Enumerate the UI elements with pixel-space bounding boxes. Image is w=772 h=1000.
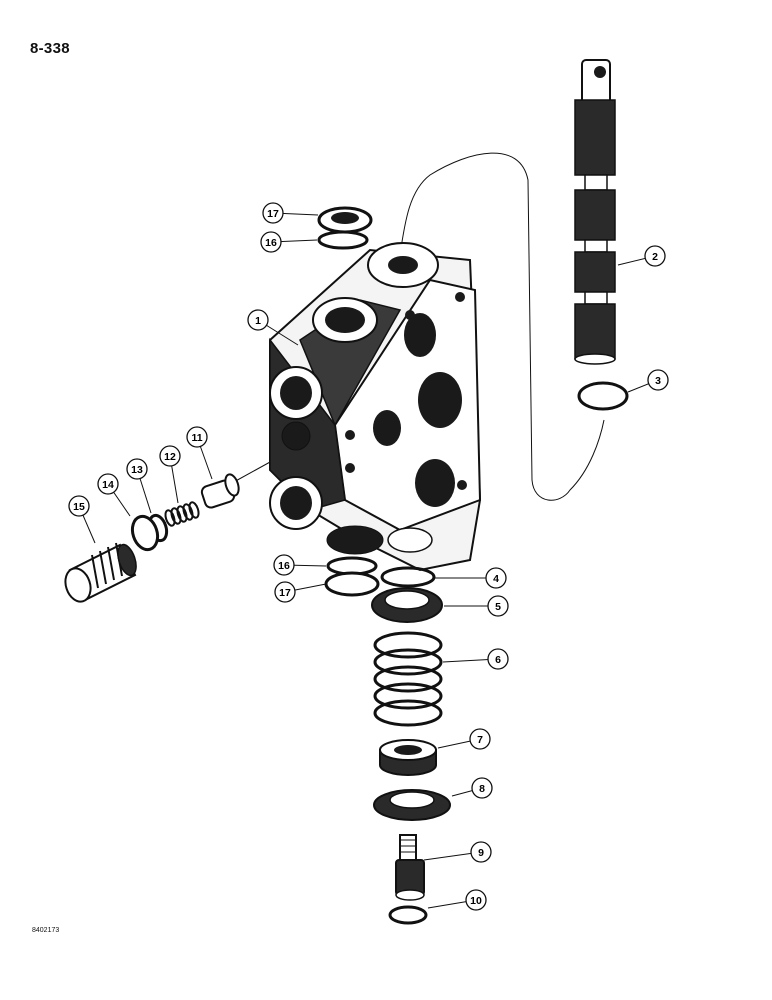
callout-circle bbox=[644, 245, 666, 267]
callout-label: 15 bbox=[73, 501, 85, 513]
callout-circle bbox=[262, 202, 284, 224]
callout-circle bbox=[97, 473, 119, 495]
callout-6: 6 bbox=[442, 648, 509, 670]
callout-12: 12 bbox=[159, 445, 181, 504]
callout-16: 16 bbox=[260, 231, 318, 253]
callout-3: 3 bbox=[627, 369, 669, 393]
callout-label: 7 bbox=[477, 734, 483, 746]
o-ring-16-top bbox=[317, 230, 369, 250]
callout-circle bbox=[274, 581, 296, 603]
spring-6 bbox=[373, 631, 443, 727]
callout-label: 3 bbox=[655, 375, 661, 387]
callout-circle bbox=[487, 595, 509, 617]
callout-label: 12 bbox=[164, 451, 176, 463]
callout-1: 1 bbox=[247, 309, 299, 346]
callout-10: 10 bbox=[427, 889, 487, 911]
seal-17-bottom bbox=[324, 571, 380, 597]
callout-circle bbox=[260, 231, 282, 253]
o-ring-14 bbox=[130, 514, 160, 552]
callout-14: 14 bbox=[97, 473, 131, 517]
callout-4: 4 bbox=[435, 567, 507, 589]
spring-seat-8 bbox=[373, 789, 451, 821]
callout-circle bbox=[273, 554, 295, 576]
callout-label: 13 bbox=[131, 464, 143, 476]
figure-code: 8402173 bbox=[32, 927, 60, 934]
callout-17: 17 bbox=[274, 581, 327, 603]
callout-circle bbox=[487, 648, 509, 670]
poppet-11 bbox=[200, 473, 240, 509]
callout-circle bbox=[647, 369, 669, 391]
callout-16: 16 bbox=[273, 554, 327, 576]
callout-7: 7 bbox=[437, 728, 491, 750]
o-ring-4 bbox=[380, 566, 436, 588]
spool-assembly-path bbox=[399, 152, 605, 501]
callout-label: 10 bbox=[470, 895, 482, 907]
callout-13: 13 bbox=[126, 458, 152, 514]
callout-circle bbox=[471, 777, 493, 799]
callout-9: 9 bbox=[423, 841, 492, 863]
callout-circle bbox=[126, 458, 148, 480]
callout-label: 11 bbox=[191, 432, 202, 444]
callout-circle bbox=[469, 728, 491, 750]
callout-label: 8 bbox=[479, 783, 485, 795]
bolt-9 bbox=[395, 834, 425, 901]
callout-circle bbox=[465, 889, 487, 911]
callout-circle bbox=[68, 495, 90, 517]
callout-11: 11 bbox=[186, 426, 213, 480]
page-number: 8-338 bbox=[30, 40, 70, 57]
plug-15 bbox=[64, 542, 137, 603]
callout-label: 17 bbox=[267, 208, 279, 220]
callout-5: 5 bbox=[444, 595, 509, 617]
callout-circle bbox=[470, 841, 492, 863]
callout-circle bbox=[159, 445, 181, 467]
spool bbox=[574, 59, 616, 365]
callout-15: 15 bbox=[68, 495, 96, 544]
callout-circle bbox=[485, 567, 507, 589]
callout-label: 9 bbox=[478, 847, 484, 859]
spacer-7 bbox=[379, 739, 437, 776]
callout-label: 2 bbox=[652, 251, 658, 263]
callout-label: 16 bbox=[278, 560, 290, 572]
seal-plate-5 bbox=[371, 587, 443, 623]
spring-12 bbox=[164, 501, 200, 527]
callout-label: 6 bbox=[495, 654, 501, 666]
callout-label: 17 bbox=[279, 587, 291, 599]
callout-8: 8 bbox=[451, 777, 493, 799]
valve-body bbox=[269, 242, 482, 572]
callout-2: 2 bbox=[617, 245, 666, 267]
retaining-ring-10 bbox=[388, 905, 428, 925]
callout-label: 1 bbox=[255, 315, 261, 327]
callout-17: 17 bbox=[262, 202, 319, 224]
callout-label: 4 bbox=[493, 573, 499, 585]
callout-circle bbox=[186, 426, 208, 448]
callout-label: 14 bbox=[102, 479, 114, 491]
callout-circle bbox=[247, 309, 269, 331]
callout-label: 5 bbox=[495, 601, 501, 613]
o-ring-3 bbox=[577, 381, 629, 411]
callout-label: 16 bbox=[265, 237, 277, 249]
